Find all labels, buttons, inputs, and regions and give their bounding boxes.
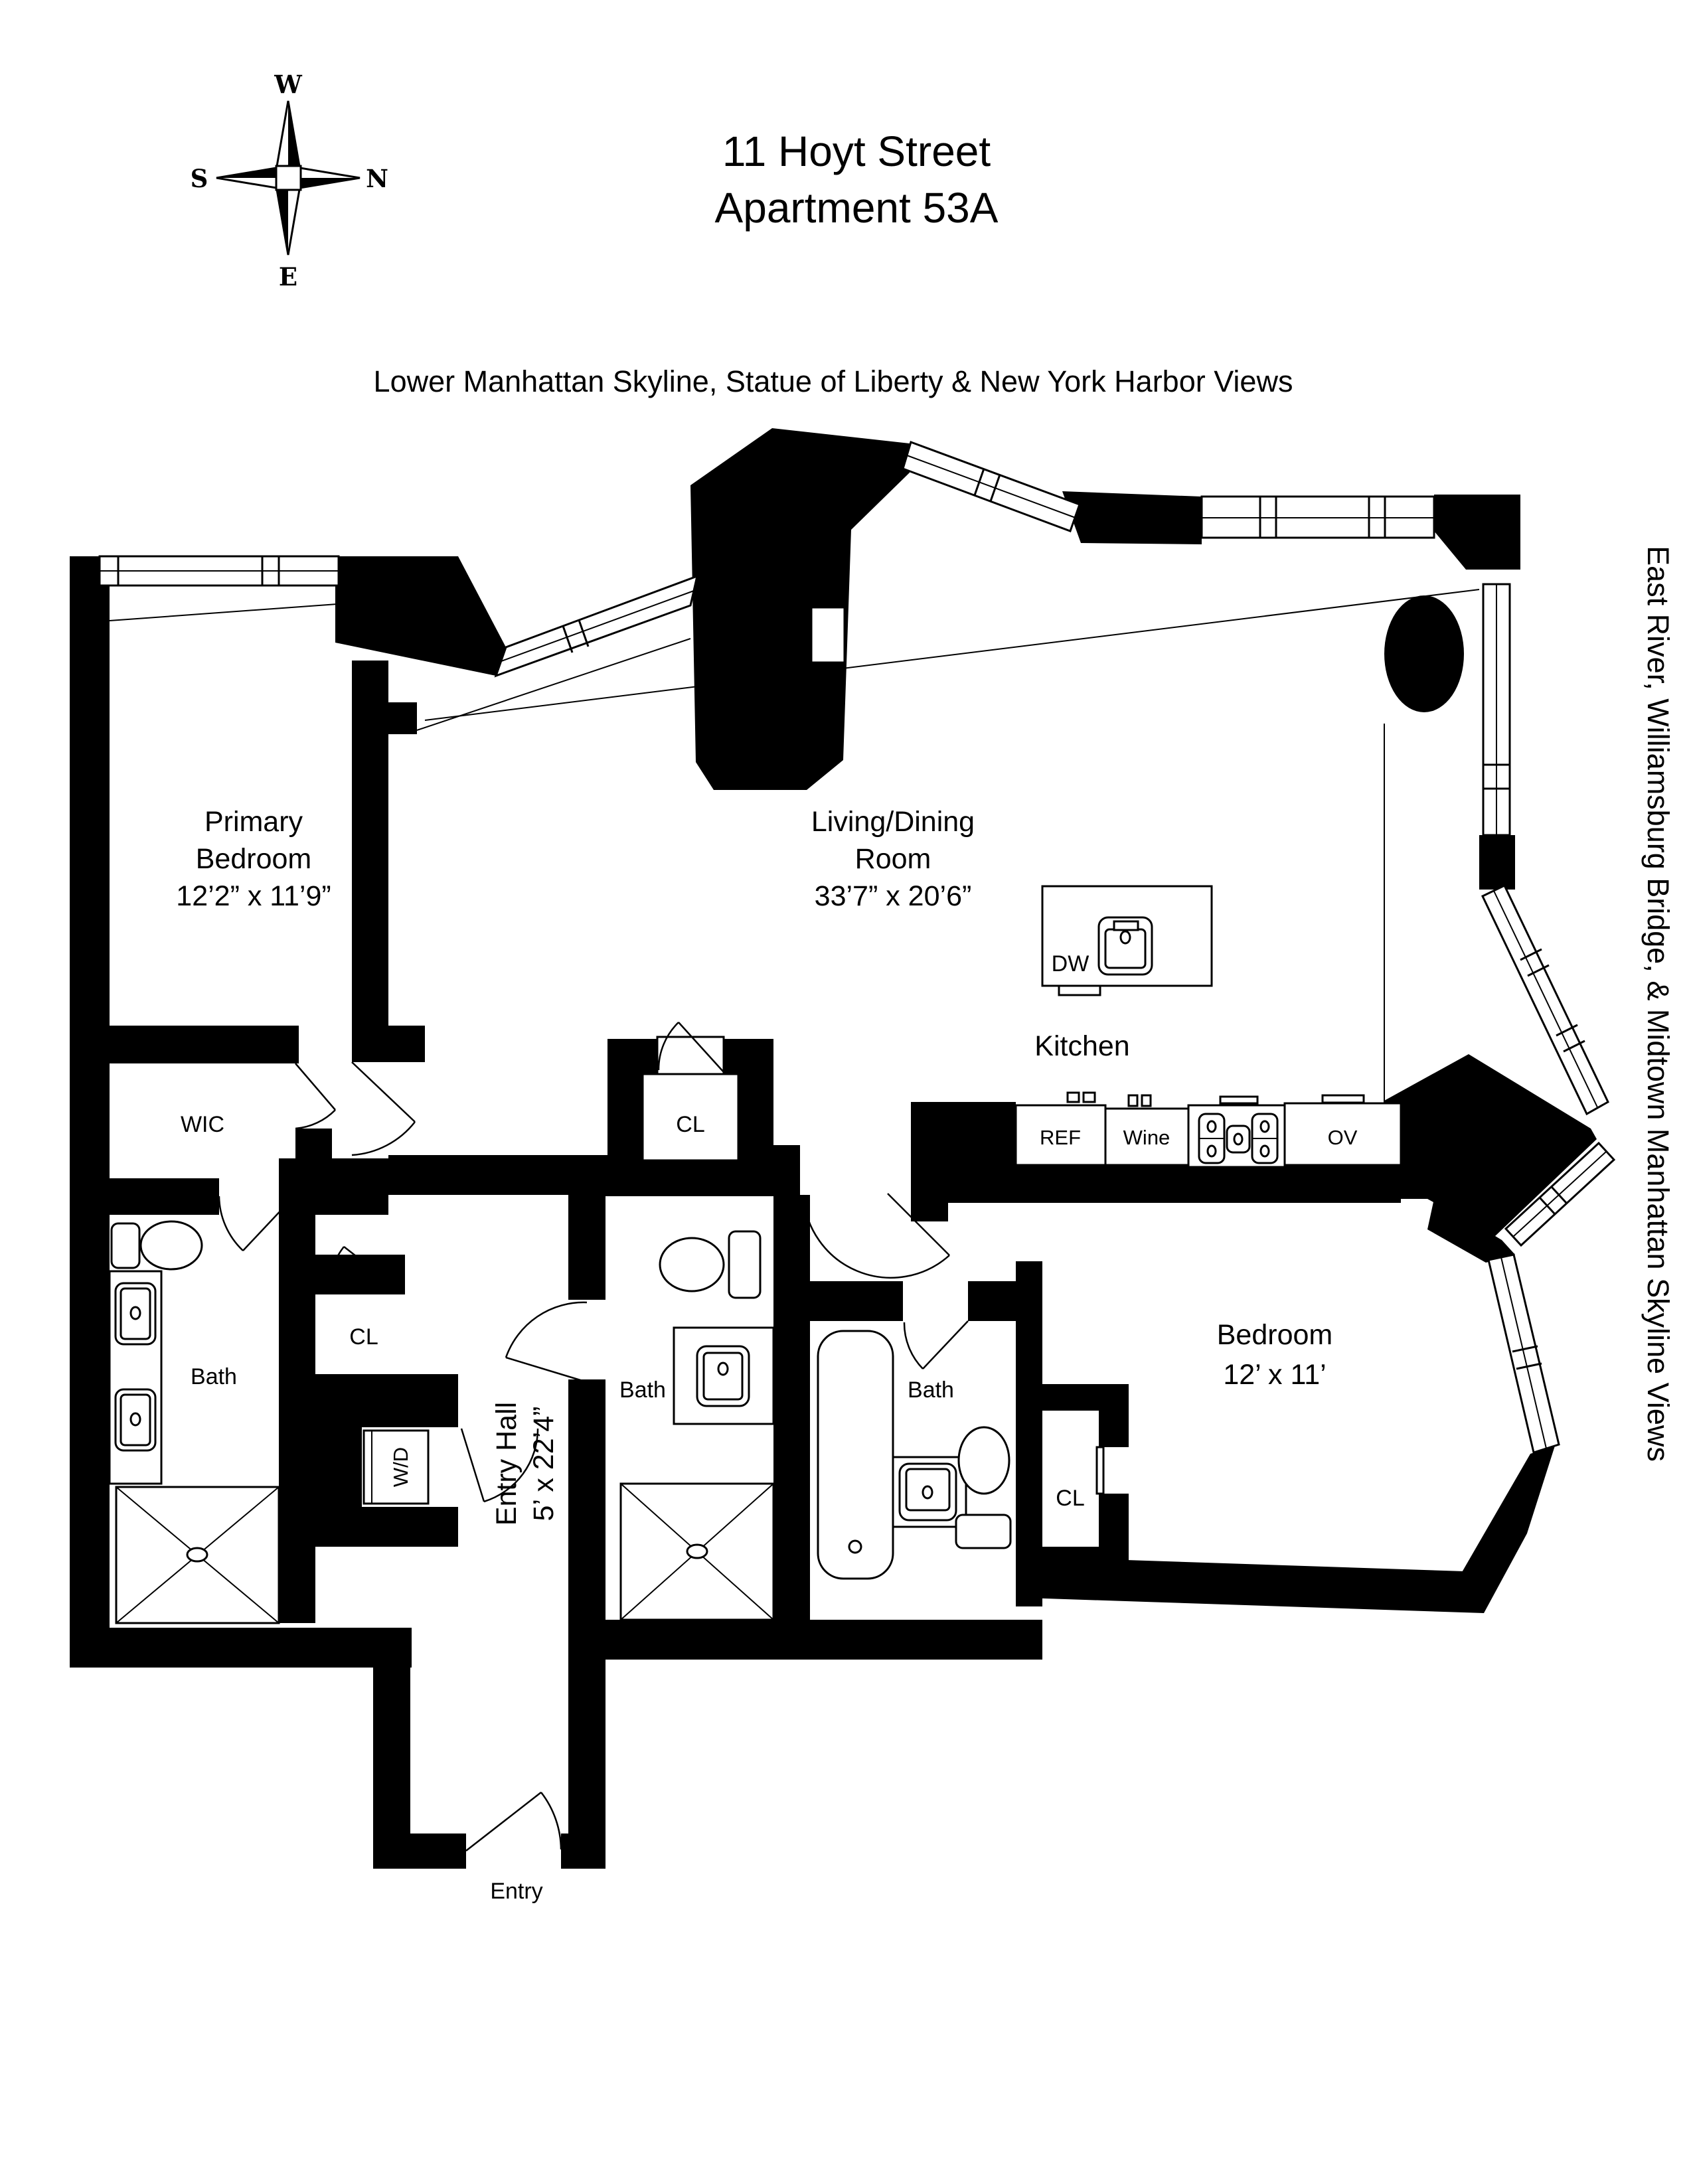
living-room-diagonal-window-right	[902, 441, 1081, 532]
bath2-shower	[619, 1482, 775, 1621]
dishwasher-label: DW	[1052, 951, 1089, 976]
bedroom-closet-door	[1095, 1446, 1105, 1495]
primary-bedroom-label-1: Primary	[204, 806, 303, 838]
living-dining-dims: 33’7” x 20’6”	[815, 880, 972, 912]
primary-closet-door	[327, 1246, 404, 1294]
bay-upper-window	[1481, 884, 1609, 1116]
bedroom-dims: 12’ x 11’	[1223, 1359, 1326, 1391]
compass-east-label: E	[279, 262, 297, 291]
living-closet-label: CL	[676, 1112, 704, 1137]
primary-bedroom-door	[351, 1061, 416, 1156]
kitchen-counter: REF Wine OV	[1014, 1091, 1402, 1168]
kitchen-label: Kitchen	[1034, 1030, 1129, 1062]
primary-bath-door	[218, 1194, 296, 1251]
primary-bedroom-window	[98, 555, 340, 621]
living-dining-label-2: Room	[855, 843, 931, 875]
entry-hall-dims: 5’ x 22’4”	[528, 1407, 560, 1521]
structural-column	[1384, 595, 1464, 712]
compass-west-label: W	[274, 70, 302, 99]
washer-dryer: W/D	[363, 1429, 430, 1505]
primary-bath-fixtures	[108, 1220, 280, 1624]
entry-hall-label: Entry Hall 5’ x 22’4”	[491, 1402, 560, 1525]
east-vertical-window	[1482, 583, 1511, 836]
wic-label: WIC	[181, 1112, 224, 1137]
bath3-door	[903, 1320, 969, 1369]
kitchen-fixtures: DW REF Wine OV	[1014, 885, 1402, 1168]
doors	[218, 1022, 1105, 1851]
living-dining-label-1: Living/Dining	[811, 806, 975, 838]
primary-shower	[115, 1486, 280, 1624]
page-title-line2: Apartment 53A	[715, 184, 999, 232]
bedroom-label: Bedroom	[1217, 1319, 1332, 1351]
page-title-line1: 11 Hoyt Street	[722, 127, 991, 175]
bath2-fixtures	[619, 1230, 775, 1621]
kitchen-island: DW	[1041, 885, 1213, 996]
primary-bath-label: Bath	[191, 1364, 237, 1389]
walls	[70, 428, 1597, 1869]
washer-dryer-label: W/D	[389, 1447, 412, 1487]
bedroom-closet-label: CL	[1056, 1486, 1084, 1511]
hallway-door	[802, 1193, 950, 1279]
bath2-label: Bath	[619, 1377, 666, 1403]
compass-rose: W E S N	[191, 70, 388, 291]
bath3-label: Bath	[908, 1377, 954, 1403]
view-note-right: East River, Williamsburg Bridge, & Midto…	[1641, 546, 1675, 1462]
wic-door	[295, 1063, 336, 1130]
primary-bedroom-label-2: Bedroom	[196, 843, 311, 875]
compass-north-label: N	[366, 164, 388, 193]
bath2-door	[505, 1301, 588, 1383]
bedroom-window	[1487, 1253, 1560, 1454]
refrigerator-label: REF	[1040, 1126, 1081, 1149]
oven-label: OV	[1328, 1126, 1358, 1149]
entry-door	[465, 1792, 562, 1851]
living-closet-door	[657, 1022, 724, 1073]
wine-fridge-label: Wine	[1123, 1126, 1170, 1149]
entry-hall-name: Entry Hall	[491, 1402, 523, 1525]
entry-label: Entry	[490, 1879, 542, 1904]
compass-south-label: S	[191, 164, 208, 193]
hall-to-suite-door	[460, 1428, 539, 1503]
living-room-top-window	[1200, 495, 1435, 539]
bath3-fixtures	[817, 1330, 1012, 1580]
primary-bedroom-dims: 12’2” x 11’9”	[176, 880, 331, 912]
view-note-top: Lower Manhattan Skyline, Statue of Liber…	[374, 364, 1293, 398]
primary-closet-label: CL	[349, 1324, 378, 1350]
windows	[98, 441, 1616, 1454]
room-labels: Primary Bedroom 12’2” x 11’9” Living/Din…	[176, 806, 1332, 1904]
bay-lower-window	[1504, 1141, 1616, 1247]
